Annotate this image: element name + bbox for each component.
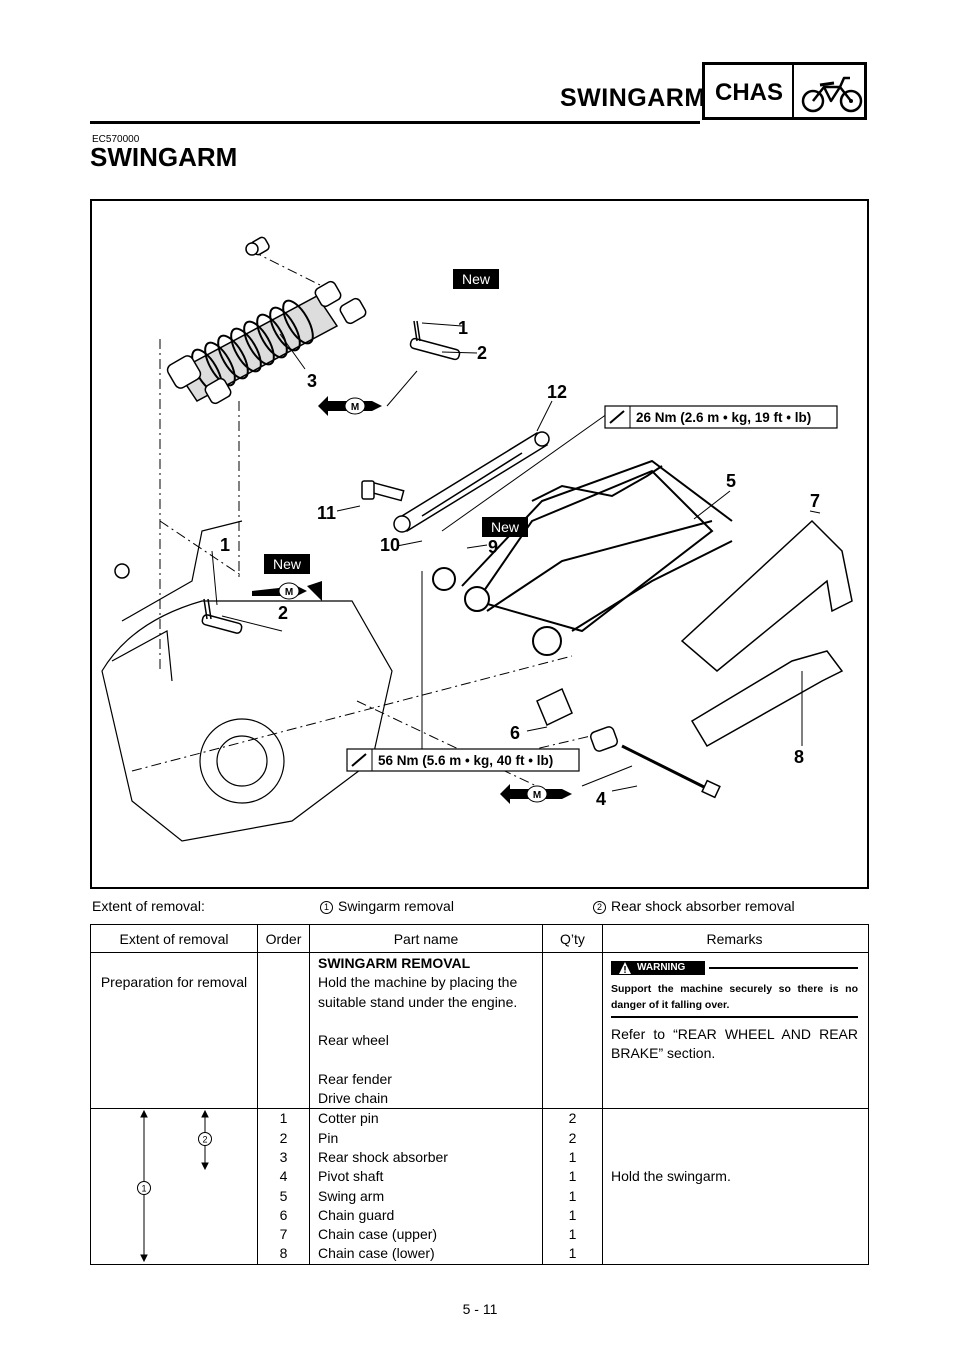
chain-case-lower-drawing	[690, 650, 844, 748]
engine-drawing	[101, 520, 393, 842]
table-row-group: 2 1 1 2 3 4 5 6 7 8 Cotter pin Pin Rear …	[90, 1108, 869, 1266]
group-remarks: Hold the swingarm.	[602, 1108, 869, 1266]
chapter-label: CHAS	[715, 79, 784, 106]
col-header-qty: Q’ty	[542, 924, 603, 953]
extent-item-1-text: Swingarm removal	[338, 898, 454, 914]
prep-extent: Preparation for removal	[90, 951, 258, 1110]
page-title: SWINGARM	[90, 142, 238, 172]
callout-8: 8	[794, 747, 804, 767]
prep-remarks: WARNING Support the machine securely so …	[602, 951, 869, 1110]
chain-guard-drawing	[536, 687, 573, 727]
svg-text:M: M	[533, 790, 541, 801]
callout-2: 2	[477, 343, 487, 363]
grease-icon: M	[252, 581, 322, 601]
callout-6: 6	[510, 723, 520, 743]
chapter-box: CHAS	[702, 62, 867, 120]
circled-number: 1	[320, 901, 333, 914]
extent-label: Extent of removal:	[92, 898, 205, 914]
torque-spec-upper: 26 Nm (2.6 m • kg, 19 ft • lb)	[604, 405, 838, 429]
exploded-diagram: 1 2 3 12 5 7 11 10 9 1 2 6 8 4 New New N…	[90, 199, 869, 889]
page-number: 5 - 11	[462, 1301, 498, 1317]
callout-7: 7	[810, 491, 820, 511]
extent-item-1: 1 Swingarm removal	[320, 898, 454, 914]
circled-number: 2	[593, 901, 606, 914]
callout-4: 4	[596, 789, 606, 809]
warning-box: WARNING Support the machine securely so …	[611, 961, 858, 1019]
svg-text:New: New	[273, 556, 302, 572]
section-heading: SWINGARM REMOVAL	[318, 955, 471, 971]
col-header-order: Order	[257, 924, 310, 953]
svg-text:New: New	[462, 271, 491, 287]
callout-12: 12	[547, 382, 567, 402]
swing-arm-drawing	[432, 459, 733, 656]
table-header-row: Extent of removal Order Part name Q’ty R…	[90, 924, 869, 953]
callout-3: 3	[307, 371, 317, 391]
bracket-arrows: 2 1	[137, 1110, 212, 1263]
svg-text:M: M	[351, 402, 359, 413]
warning-badge: WARNING	[611, 961, 705, 975]
extent-item-2-text: Rear shock absorber removal	[611, 898, 795, 914]
remark-text: Refer to “REAR WHEEL AND REAR BRAKE” sec…	[611, 1026, 858, 1062]
bracket-label-2: 2	[202, 1135, 207, 1145]
header-rule	[90, 121, 700, 124]
torque-spec-lower: 56 Nm (5.6 m • kg, 40 ft • lb)	[346, 748, 580, 772]
order-column: 1 2 3 4 5 6 7 8	[257, 1108, 310, 1266]
grease-icon: M	[500, 784, 572, 804]
callout-1: 1	[458, 318, 468, 338]
part-name-column: Cotter pin Pin Rear shock absorber Pivot…	[309, 1108, 543, 1266]
link-arm-drawing	[393, 431, 550, 533]
new-badge-middle: New	[482, 517, 528, 537]
removal-table: Extent of removal Order Part name Q’ty R…	[90, 924, 869, 1266]
wrench-icon	[609, 410, 625, 424]
chapter-divider	[792, 65, 794, 117]
svg-text:26 Nm (2.6 m • kg, 19 ft • lb): 26 Nm (2.6 m • kg, 19 ft • lb)	[636, 410, 811, 425]
callout-11: 11	[317, 503, 336, 523]
extent-brackets: 2 1	[90, 1108, 258, 1266]
col-header-extent: Extent of removal	[90, 924, 258, 953]
col-header-part-name: Part name	[309, 924, 543, 953]
extent-item-2: 2 Rear shock absorber removal	[593, 898, 795, 914]
warning-icon	[619, 962, 631, 974]
callout-1b: 1	[220, 535, 230, 555]
callout-10: 10	[380, 535, 400, 555]
callout-5: 5	[726, 471, 736, 491]
bracket-label-1: 1	[141, 1184, 146, 1194]
qty-column: 2 2 1 1 1 1 1 1	[542, 1108, 603, 1266]
rear-shock-absorber-drawing	[166, 236, 367, 405]
chain-case-upper-drawing	[680, 519, 853, 672]
wrench-icon	[351, 753, 367, 767]
new-badge-upper: New	[453, 269, 499, 289]
prep-part-names: SWINGARM REMOVAL Hold the machine by pla…	[309, 951, 543, 1110]
warning-text: Support the machine securely so there is…	[611, 983, 858, 1011]
callout-2b: 2	[278, 603, 288, 623]
svg-text:New: New	[491, 519, 520, 535]
svg-text:56 Nm (5.6 m • kg, 40 ft • lb): 56 Nm (5.6 m • kg, 40 ft • lb)	[378, 753, 553, 768]
section-title: SWINGARM	[560, 84, 706, 112]
col-header-remarks: Remarks	[602, 924, 869, 953]
new-badge-lower: New	[264, 554, 310, 574]
callout-9: 9	[488, 537, 498, 557]
document-code: EC570000	[92, 134, 140, 145]
svg-text:M: M	[285, 587, 293, 598]
table-row-preparation: Preparation for removal SWINGARM REMOVAL…	[90, 951, 869, 1110]
motorcycle-icon	[801, 76, 863, 113]
grease-icon: M	[318, 396, 382, 416]
